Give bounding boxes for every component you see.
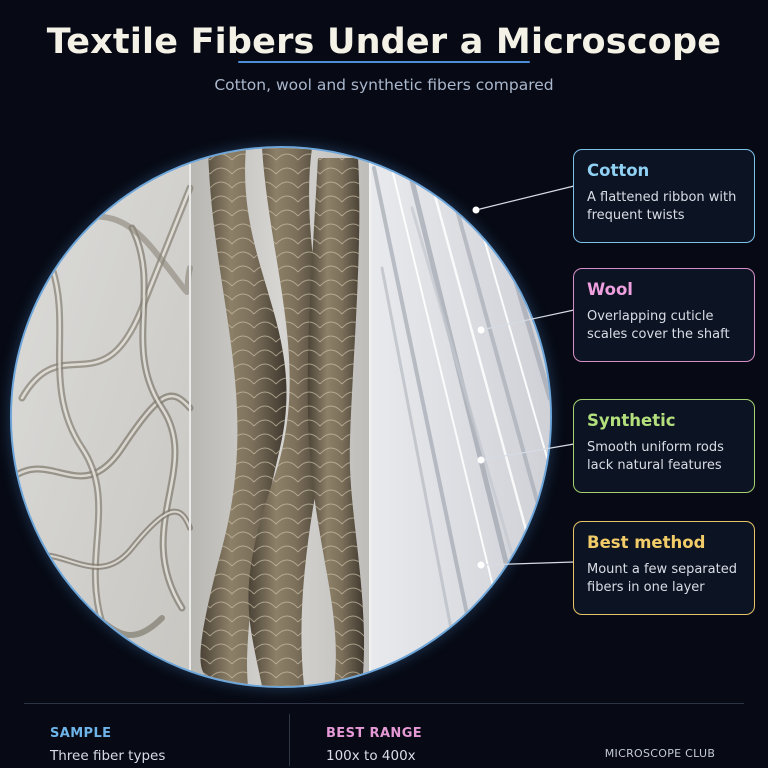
- callout-best-method: Best method Mount a few separated fibers…: [573, 521, 755, 615]
- sample-label: SAMPLE: [50, 726, 112, 741]
- callout-wool: Wool Overlapping cuticle scales cover th…: [573, 268, 755, 362]
- wool-fibers: [200, 148, 365, 686]
- best-range-value: 100x to 400x: [326, 748, 416, 764]
- microscope-view: [10, 146, 552, 688]
- callout-title: Best method: [587, 533, 706, 552]
- sample-value: Three fiber types: [50, 748, 166, 764]
- callout-title: Cotton: [587, 161, 650, 180]
- callout-description: Overlapping cuticle scales cover the sha…: [587, 309, 730, 342]
- callout-description: Mount a few separated fibers in one laye…: [587, 562, 737, 595]
- footer-column-divider: [289, 714, 290, 766]
- page-subtitle: Cotton, wool and synthetic fibers compar…: [214, 76, 554, 94]
- synthetic-fibers: [372, 148, 550, 686]
- callout-cotton: Cotton A flattened ribbon with frequent …: [573, 149, 755, 243]
- best-range-label: BEST RANGE: [326, 726, 423, 741]
- callout-synthetic: Synthetic Smooth uniform rods lack natur…: [573, 399, 755, 493]
- brand-name: MICROSCOPE CLUB: [604, 747, 716, 760]
- callout-title: Synthetic: [587, 411, 676, 430]
- fiber-micrograph-illustration: [12, 148, 550, 686]
- callout-description: Smooth uniform rods lack natural feature…: [587, 440, 724, 473]
- callout-title: Wool: [587, 280, 633, 299]
- page-title: Textile Fibers Under a Microscope: [46, 22, 722, 62]
- cotton-fibers: [12, 184, 194, 652]
- footer-divider-line: [24, 703, 744, 704]
- callout-description: A flattened ribbon with frequent twists: [587, 190, 737, 223]
- title-underline: [238, 61, 530, 63]
